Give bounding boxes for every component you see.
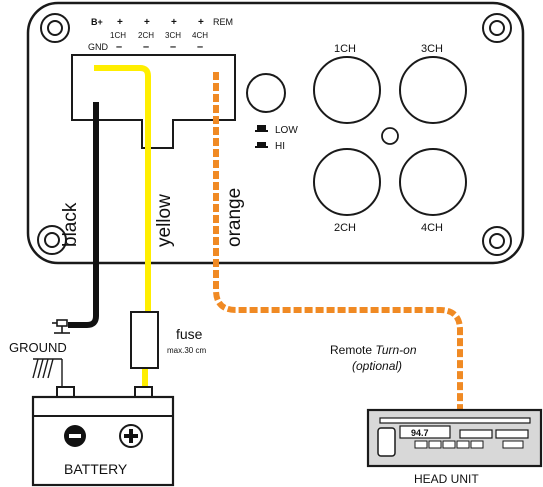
terminal-label-bplus: B+ bbox=[91, 17, 103, 27]
yellow-wire bbox=[94, 65, 151, 312]
terminal-label-gnd: GND bbox=[88, 42, 109, 52]
battery-label: BATTERY bbox=[64, 461, 128, 477]
remote-optional-label: (optional) bbox=[352, 359, 402, 373]
orange-wire bbox=[213, 72, 463, 412]
speaker-label-3ch: 3CH bbox=[421, 43, 443, 55]
terminal-label-rem: REM bbox=[213, 17, 233, 27]
mounting-hole-top-right bbox=[482, 13, 512, 43]
fuse-label: fuse bbox=[176, 326, 203, 342]
ground-label: GROUND bbox=[9, 340, 67, 355]
speaker-label-4ch: 4CH bbox=[421, 222, 443, 234]
terminal-minus-1: – bbox=[116, 41, 122, 53]
black-wire bbox=[68, 102, 99, 328]
head-unit: 94.7 bbox=[366, 408, 543, 468]
speaker-3ch bbox=[399, 56, 467, 124]
terminal-label-1ch: 1CH bbox=[110, 31, 126, 40]
terminal-label-plus-4: + bbox=[198, 17, 204, 28]
hi-switch-mark bbox=[257, 142, 266, 146]
speaker-label-1ch: 1CH bbox=[334, 43, 356, 55]
mounting-hole-top-left bbox=[40, 13, 70, 43]
terminal-label-3ch: 3CH bbox=[165, 31, 181, 40]
terminal-minus-2: – bbox=[143, 41, 149, 53]
low-switch-mark bbox=[257, 125, 266, 130]
led-indicator bbox=[381, 127, 399, 145]
mounting-hole-bottom-left bbox=[37, 225, 67, 255]
speaker-label-2ch: 2CH bbox=[334, 222, 356, 234]
terminal-label-plus-2: + bbox=[144, 17, 150, 28]
terminal-label-4ch: 4CH bbox=[192, 31, 208, 40]
wire-label-black: black bbox=[60, 202, 81, 247]
mounting-hole-bottom-right bbox=[482, 226, 512, 256]
ground-symbol bbox=[32, 358, 63, 390]
fuse bbox=[130, 311, 159, 369]
head-unit-label: HEAD UNIT bbox=[414, 472, 479, 486]
ground-terminal bbox=[52, 319, 70, 334]
gain-knob bbox=[246, 73, 286, 113]
terminal-minus-3: – bbox=[170, 41, 176, 53]
head-unit-display: 94.7 bbox=[411, 428, 429, 438]
switch-label-hi: HI bbox=[275, 141, 285, 152]
speaker-2ch bbox=[313, 148, 381, 216]
switch-label-low: LOW bbox=[275, 125, 298, 136]
terminal-label-plus-3: + bbox=[171, 17, 177, 28]
battery bbox=[31, 395, 175, 487]
remote-label: Remote Turn-on bbox=[330, 343, 417, 357]
wire-label-yellow: yellow bbox=[154, 194, 175, 247]
terminal-minus-4: – bbox=[197, 41, 203, 53]
fuse-note: max.30 cm bbox=[167, 346, 206, 355]
wire-label-orange: orange bbox=[224, 188, 245, 247]
terminal-label-plus-1: + bbox=[117, 17, 123, 28]
terminal-label-2ch: 2CH bbox=[138, 31, 154, 40]
speaker-4ch bbox=[399, 148, 467, 216]
speaker-1ch bbox=[313, 56, 381, 124]
